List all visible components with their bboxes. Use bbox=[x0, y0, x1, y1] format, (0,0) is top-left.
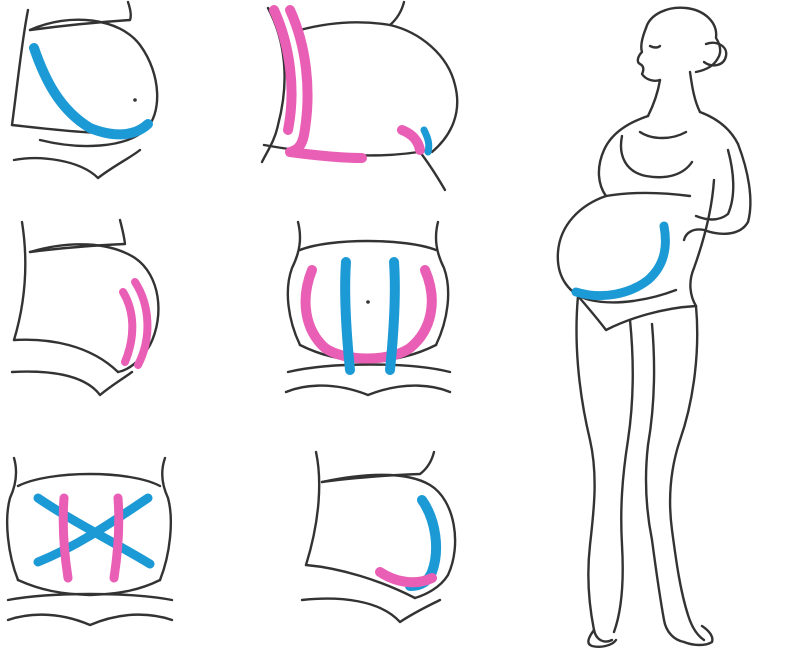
panel-6-pink-tape bbox=[380, 572, 432, 582]
figure-front-foot bbox=[588, 630, 616, 647]
panel-3-briefs-top bbox=[14, 340, 118, 372]
figure-neck-back bbox=[690, 72, 700, 112]
panel-4-briefs bbox=[286, 365, 450, 396]
panel-2-waist-line bbox=[390, 2, 404, 25]
panel-5-belly-top bbox=[18, 474, 160, 486]
figure-front-leg-inner bbox=[614, 320, 633, 632]
figure-back-arm bbox=[684, 144, 750, 240]
panel-1-briefs-leg bbox=[14, 150, 140, 178]
panel-4-belly-top bbox=[300, 241, 436, 250]
panel-3-back-outline bbox=[14, 222, 25, 340]
panel-4-blue-tape-right bbox=[390, 262, 395, 370]
panel-6-waist-line bbox=[322, 452, 434, 482]
panel-5-briefs bbox=[8, 594, 172, 625]
figure-eye bbox=[650, 46, 660, 48]
panel-2-briefs-leg bbox=[420, 152, 445, 190]
panel-4-right-side bbox=[436, 222, 448, 345]
standing-pregnant-woman-figure bbox=[558, 8, 751, 647]
panel-2-pink-tape-3 bbox=[402, 130, 420, 150]
panel-4-pink-tape-arc bbox=[306, 270, 432, 359]
figure-back-leg-outer bbox=[670, 306, 704, 640]
panel-1-back-outline bbox=[12, 10, 28, 125]
panel-4-blue-tape-left bbox=[345, 262, 350, 370]
figure-face bbox=[638, 28, 660, 81]
figure-hair-cap bbox=[646, 8, 720, 72]
figure-shoulder-back bbox=[700, 112, 738, 144]
panel-1-belly-side-view bbox=[12, 2, 157, 178]
panel-1-navel bbox=[133, 98, 137, 102]
panel-2-pink-tape-1 bbox=[274, 10, 292, 130]
figure-bra bbox=[606, 132, 692, 196]
figure-back-leg-inner bbox=[646, 324, 684, 642]
figure-belly bbox=[558, 196, 676, 302]
panel-1-blue-tape bbox=[34, 48, 148, 134]
panel-5-right-side bbox=[160, 458, 171, 580]
panel-2-belly-outline bbox=[300, 22, 457, 152]
figure-front-leg-outer bbox=[577, 296, 613, 642]
figure-neck-front bbox=[648, 80, 660, 116]
panel-2-pink-tape-2 bbox=[290, 10, 362, 158]
panel-5-pink-tape-1 bbox=[63, 498, 68, 578]
panel-6-belly-side-view bbox=[302, 452, 455, 622]
panel-4-navel bbox=[366, 300, 370, 304]
figure-back-torso bbox=[690, 180, 714, 306]
panel-5-pink-tape-2 bbox=[114, 498, 119, 578]
panel-2-belly-side-view bbox=[262, 2, 457, 190]
panel-5-belly-front-view bbox=[7, 458, 172, 625]
panel-6-briefs-leg bbox=[302, 599, 440, 622]
panel-6-back-outline bbox=[306, 452, 319, 565]
panel-5-left-side bbox=[7, 458, 18, 580]
panel-5-belly-bottom bbox=[18, 580, 160, 595]
panel-4-left-side bbox=[288, 222, 300, 345]
panel-3-briefs-leg bbox=[12, 372, 132, 395]
panel-3-pink-tape-1 bbox=[123, 292, 132, 362]
panel-3-belly-side-view bbox=[12, 220, 158, 395]
figure-blue-tape bbox=[576, 226, 665, 296]
panel-3-pink-tape-2 bbox=[135, 282, 147, 365]
panel-4-belly-front-view bbox=[286, 222, 450, 395]
